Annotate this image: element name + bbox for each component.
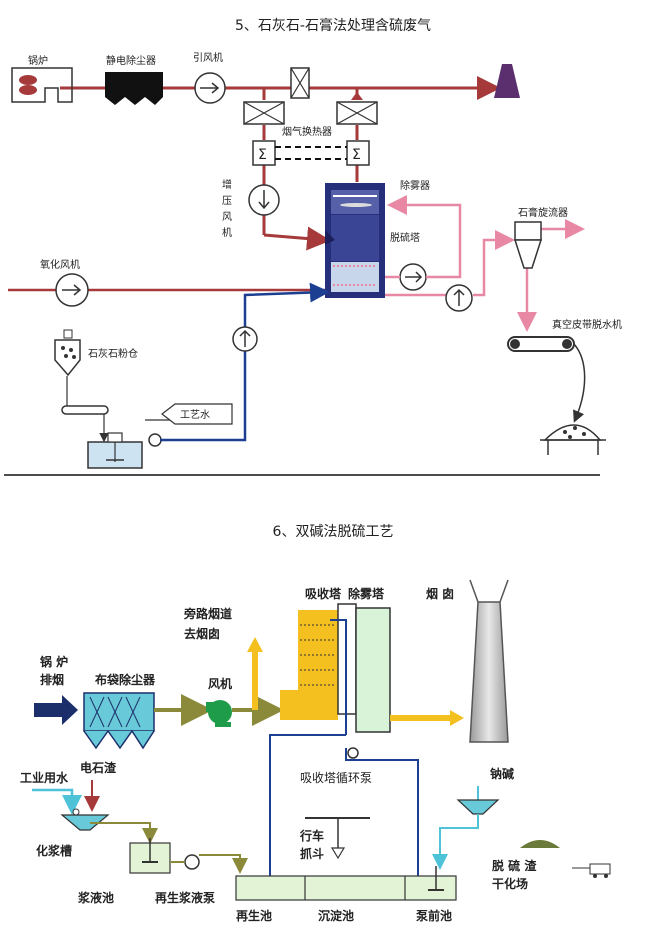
- tower-label: 脱硫塔: [390, 231, 420, 244]
- regen-pool-label: 再生池: [236, 908, 272, 923]
- boiler-exhaust-label-1: 锅 炉: [40, 654, 68, 669]
- pump-pool-label: 泵前池: [416, 908, 452, 923]
- circ-pump-label: 吸收塔循环泵: [300, 771, 372, 785]
- cyclone-label: 石膏旋流器: [518, 206, 568, 219]
- boiler-icon: [11, 67, 73, 103]
- vacuum-belt-label: 真空皮带脱水机: [552, 318, 622, 331]
- fan-icon: [206, 700, 232, 727]
- bag-filter-icon: [83, 692, 155, 750]
- process-water-icon: [161, 403, 233, 425]
- absorber-label: 吸收塔: [305, 586, 342, 601]
- damper-right-icon: [336, 92, 378, 125]
- slaking-tank-icon: [60, 808, 110, 831]
- limestone-silo-label: 石灰石粉仓: [88, 347, 138, 360]
- soda-tank-icon: [456, 799, 500, 815]
- settling-pool-label: 沉淀池: [318, 908, 354, 923]
- soda-label: 钠碱: [490, 766, 514, 781]
- damper-icon: [290, 67, 310, 99]
- circulation-line: [269, 734, 346, 880]
- circulation-pump-icon: [347, 747, 359, 759]
- demister-tower-label: 除雾塔: [348, 586, 385, 601]
- limestone-silo-icon: [54, 329, 88, 415]
- regen-pump-icon: [184, 854, 200, 870]
- boiler-label: 锅炉: [28, 55, 48, 67]
- fan-label: 风机: [208, 676, 232, 691]
- svg-text:Σ: Σ: [352, 147, 361, 163]
- slurry-pipes: [385, 195, 585, 332]
- crane-label-1: 行车: [299, 828, 324, 843]
- industrial-water-label: 工业用水: [20, 770, 69, 785]
- sludge-label-2: 干化场: [492, 876, 528, 891]
- svg-text:Σ: Σ: [258, 147, 267, 163]
- gypsum-cyclone-icon: [513, 221, 543, 269]
- crane-icon: [305, 817, 370, 860]
- gypsum-pump-icon: [445, 284, 473, 312]
- boiler-exhaust-label-2: 排烟: [40, 672, 64, 687]
- gypsum-pile-icon: [540, 424, 606, 455]
- chimney-label: 烟 囱: [426, 586, 454, 601]
- bypass-label-1: 旁路烟道: [183, 606, 232, 621]
- damper-left-icon: [243, 101, 285, 125]
- crane-label-2: 抓斗: [300, 846, 324, 861]
- slurry-tank-label: 浆液池: [77, 890, 114, 905]
- booster-fan-label-1: 增: [222, 178, 232, 191]
- tower-pump-icon: [399, 263, 427, 291]
- sludge-label-1: 脱 硫 渣: [492, 858, 537, 873]
- lime-label: 电石渣: [80, 760, 117, 775]
- slaking-tank-label: 化浆槽: [36, 843, 72, 858]
- booster-fan-label-3: 风: [222, 211, 232, 223]
- bypass-label-2: 去烟囱: [184, 626, 220, 641]
- chimney-icon: [494, 64, 520, 98]
- oxidation-fan-icon: [55, 273, 89, 307]
- truck-icon: [572, 863, 611, 878]
- exhaust-arrow: [34, 695, 78, 725]
- booster-fan-label-4: 机: [222, 226, 232, 239]
- slurry-tank-icon: [87, 432, 162, 469]
- desulfurization-tower-icon: [325, 183, 385, 298]
- diagram1-title: 5、石灰石-石膏法处理含硫废气: [235, 17, 431, 34]
- bypass-arrow: [247, 637, 263, 652]
- pools-icon: [235, 866, 457, 901]
- chimney-2-icon: [469, 601, 509, 743]
- sludge-pile-icon: [520, 840, 560, 848]
- id-fan-label: 引风机: [193, 51, 223, 64]
- process-water-label: 工艺水: [180, 409, 210, 421]
- demister-label: 除雾器: [400, 179, 430, 192]
- booster-fan-label-2: 压: [222, 195, 232, 207]
- esp-icon: [105, 72, 163, 105]
- regen-pump-label: 再生浆液泵: [155, 890, 215, 905]
- gas-heat-exchanger-icon: Σ Σ: [252, 140, 370, 166]
- feed-pump-icon: [232, 326, 258, 352]
- bag-filter-label: 布袋除尘器: [95, 672, 156, 687]
- diagram2-title: 6、双碱法脱硫工艺: [273, 524, 394, 540]
- id-fan-icon: [194, 72, 226, 104]
- limestone-feed-line: [243, 282, 330, 327]
- absorber-icon: [280, 603, 391, 733]
- conveyor-icon: [61, 405, 109, 443]
- ghe-label: 烟气换热器: [282, 125, 332, 138]
- oxidation-fan-label: 氧化风机: [40, 258, 80, 271]
- vacuum-belt-icon: [507, 336, 586, 423]
- booster-fan-icon: [248, 184, 280, 216]
- esp-label: 静电除尘器: [106, 54, 156, 67]
- slurry-tank-2-icon: [129, 838, 171, 874]
